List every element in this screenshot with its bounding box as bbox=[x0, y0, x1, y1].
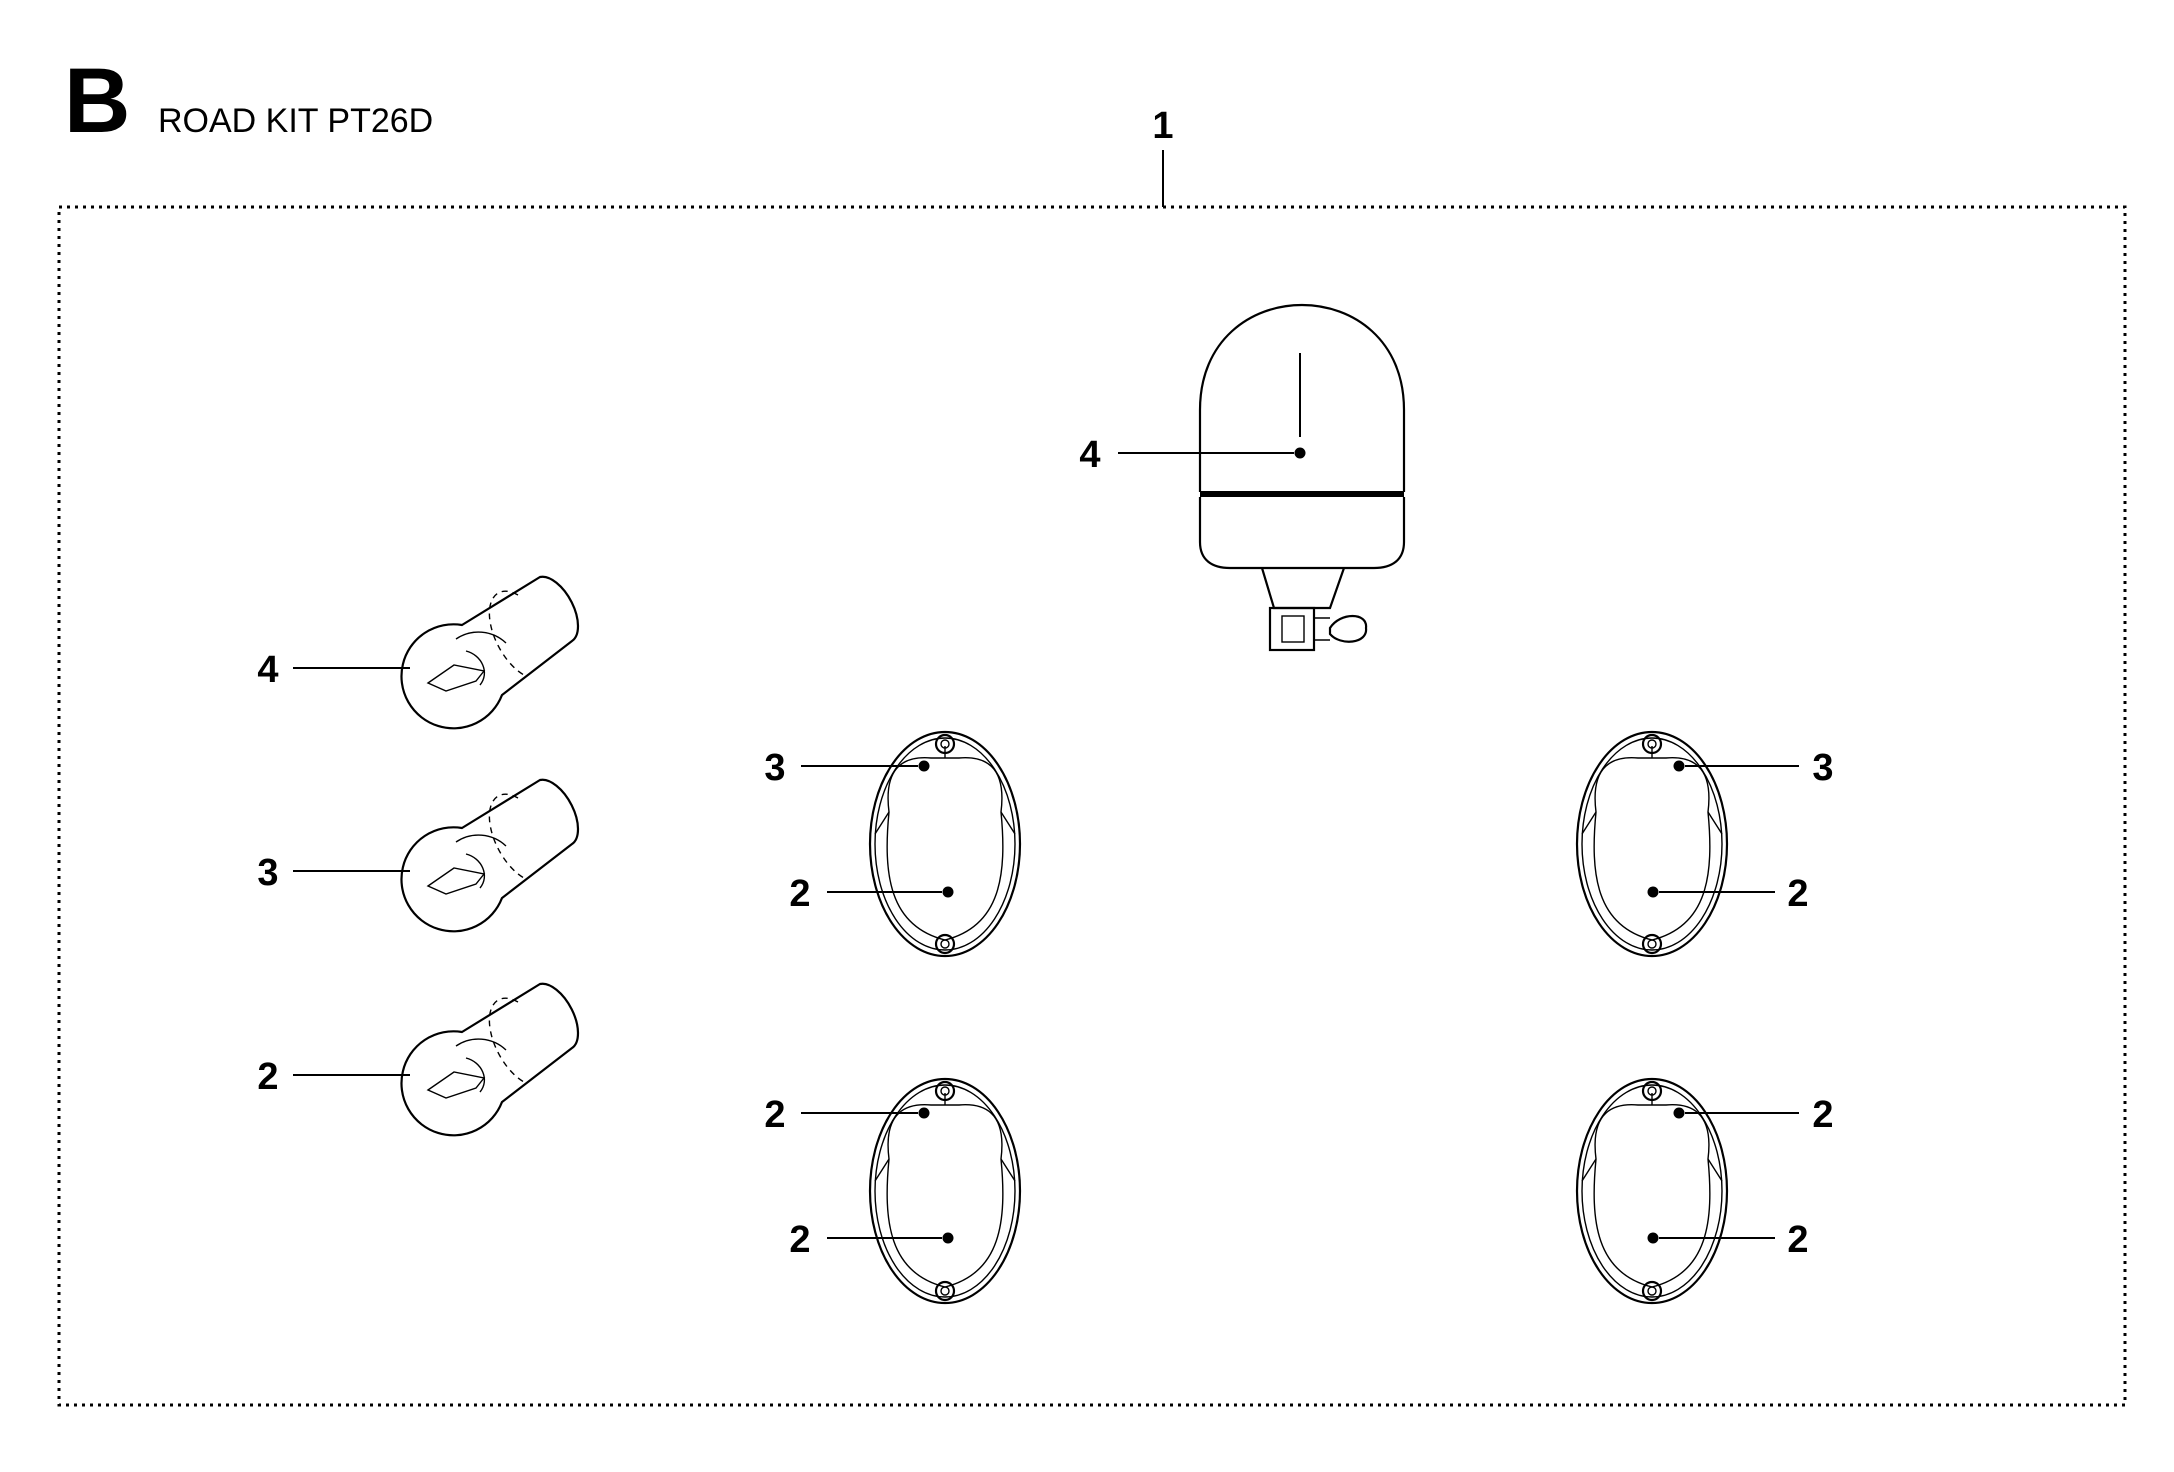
lamp-lr-center-callout-label: 2 bbox=[1787, 1219, 1808, 1261]
lamp-upper-right: 3 2 bbox=[1575, 730, 1834, 958]
bulb-top-callout-label: 4 bbox=[257, 649, 278, 691]
lamp-ur-center-callout-label: 2 bbox=[1787, 873, 1808, 915]
lamp-lower-left: 2 2 bbox=[764, 1077, 1022, 1305]
beacon-stem bbox=[1260, 567, 1346, 610]
beacon-dome bbox=[1198, 303, 1406, 492]
rotating-beacon: 4 bbox=[1079, 303, 1406, 652]
lamp-lr-screw-callout-label: 2 bbox=[1812, 1094, 1833, 1136]
bulb-middle: 3 bbox=[257, 778, 580, 933]
bulb-bottom: 2 bbox=[257, 982, 580, 1137]
lamp-ul-center-callout-label: 2 bbox=[789, 873, 810, 915]
section-letter: B bbox=[64, 50, 130, 152]
lamp-ur-screw-callout-label: 3 bbox=[1812, 747, 1833, 789]
lamp-ll-center-callout-label: 2 bbox=[789, 1219, 810, 1261]
beacon-callout-label: 4 bbox=[1079, 434, 1100, 476]
assembly-callout-label: 1 bbox=[1152, 105, 1173, 147]
section-title: ROAD KIT PT26D bbox=[158, 102, 433, 140]
beacon-base bbox=[1198, 497, 1406, 570]
lamp-ll-screw-callout-label: 2 bbox=[764, 1094, 785, 1136]
kit-boundary bbox=[57, 205, 2127, 1407]
lamp-upper-left: 3 2 bbox=[764, 730, 1022, 958]
lamp-ul-screw-callout-label: 3 bbox=[764, 747, 785, 789]
beacon-wing-nut bbox=[1328, 614, 1368, 643]
lamp-lower-right: 2 2 bbox=[1575, 1077, 1834, 1305]
beacon-clamp bbox=[1268, 606, 1316, 652]
bulb-middle-callout-label: 3 bbox=[257, 852, 278, 894]
bulb-bottom-callout-label: 2 bbox=[257, 1056, 278, 1098]
bulb-top: 4 bbox=[257, 575, 580, 730]
